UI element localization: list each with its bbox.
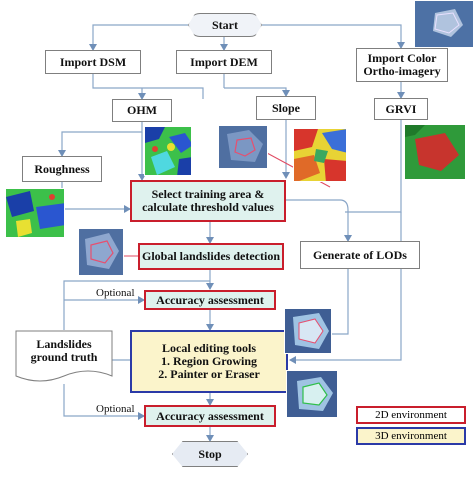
ortho-image-thumbnail <box>414 0 474 48</box>
slope-node: Slope <box>256 96 316 120</box>
local-tools-item1: 1. Region Growing <box>160 354 258 368</box>
roughness-node: Roughness <box>22 156 102 182</box>
legend-3d: 3D environment <box>356 427 466 445</box>
generate-lods-label: Generate of LODs <box>313 247 407 262</box>
local-editing-tools-node: Local editing tools 1. Region Growing 2.… <box>130 330 288 393</box>
edge-grvi-down <box>345 120 402 213</box>
painter-eraser-thumbnail <box>286 370 338 418</box>
edge-dsm-ohm <box>92 74 204 99</box>
optional-label-1: Optional <box>96 287 135 299</box>
legend-2d: 2D environment <box>356 406 466 424</box>
import-color-line1: Import Color <box>367 51 437 65</box>
import-dsm-label: Import DSM <box>59 54 127 69</box>
accuracy-assessment-2: Accuracy assessment <box>144 405 276 427</box>
edge-start-dsm <box>89 24 188 51</box>
stop-node: Stop <box>172 441 248 467</box>
import-dem-node: Import DEM <box>176 50 272 74</box>
import-color-line2: Ortho-imagery <box>363 64 441 78</box>
accuracy-1-label: Accuracy assessment <box>156 292 264 307</box>
ground-truth-node: Landslides ground truth <box>15 330 113 386</box>
start-node: Start <box>188 13 262 37</box>
select-training-line2: calculate threshold values <box>142 200 274 214</box>
optional-label-2: Optional <box>96 403 135 415</box>
edge-truth-acc2 <box>63 384 145 420</box>
accuracy-2-label: Accuracy assessment <box>156 408 264 423</box>
roughness-label: Roughness <box>34 161 90 176</box>
edge-ohm-roughness <box>58 122 143 157</box>
select-training-line1: Select training area & <box>151 187 265 201</box>
ground-truth-line1: Landslides <box>36 337 92 351</box>
edge-start-color <box>262 24 405 49</box>
local-tools-title: Local editing tools <box>161 341 256 355</box>
ground-truth-text: Landslides ground truth <box>15 334 113 368</box>
edge-dem-slope <box>224 87 290 97</box>
import-dem-label: Import DEM <box>190 54 258 69</box>
grvi-label: GRVI <box>385 101 417 116</box>
local-tools-item2: 2. Painter or Eraser <box>158 367 260 381</box>
edge-select-lods <box>286 199 352 242</box>
region-growing-thumbnail <box>284 308 332 354</box>
import-color-node: Import Color Ortho-imagery <box>356 48 448 82</box>
global-detection-node: Global landslides detection <box>138 243 284 270</box>
slope-label: Slope <box>271 100 300 115</box>
ground-truth-line2: ground truth <box>30 350 98 364</box>
ohm-node: OHM <box>112 99 172 122</box>
grvi-thumbnail <box>404 124 466 180</box>
legend-3d-label: 3D environment <box>375 430 447 442</box>
generate-lods-node: Generate of LODs <box>300 241 420 269</box>
edge-roughness-select <box>61 182 131 213</box>
global-detection-label: Global landslides detection <box>141 249 281 263</box>
ohm-label: OHM <box>127 103 157 117</box>
roughness-thumbnail <box>5 188 65 238</box>
edge-optional-1 <box>63 280 210 330</box>
select-training-node: Select training area & calculate thresho… <box>130 180 286 222</box>
ohm-thumbnail <box>144 126 192 176</box>
grvi-node: GRVI <box>374 98 428 120</box>
slope-thumbnail <box>293 128 347 182</box>
import-dsm-node: Import DSM <box>45 50 141 74</box>
training-area-thumbnail <box>218 125 268 169</box>
global-detection-thumbnail <box>78 228 124 276</box>
start-label: Start <box>212 17 238 32</box>
ground-truth-shape <box>15 330 113 382</box>
legend-2d-label: 2D environment <box>375 409 447 421</box>
accuracy-assessment-1: Accuracy assessment <box>144 290 276 310</box>
stop-label: Stop <box>198 446 222 461</box>
